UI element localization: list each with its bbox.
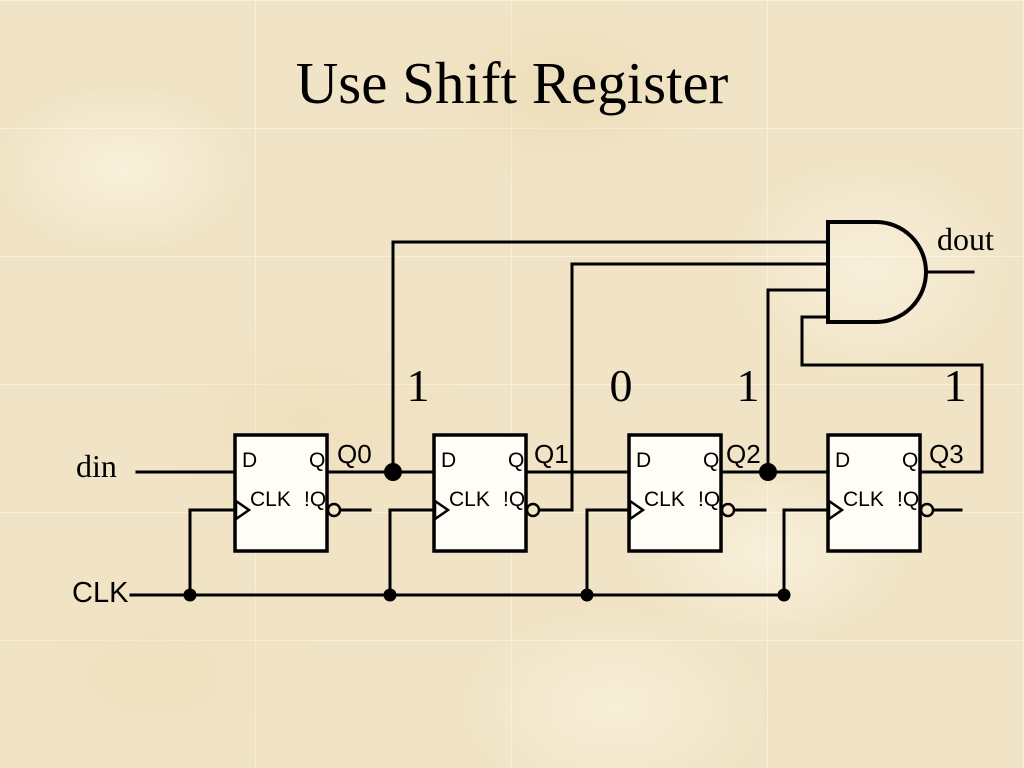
ff1-pin-q: Q (309, 449, 326, 472)
ff4-pin-nq: !Q (897, 488, 920, 511)
junction-dot-clk4 (777, 588, 791, 602)
q3-label: Q3 (929, 439, 964, 469)
junction-dot-clk1 (183, 588, 197, 602)
ff2-box (432, 433, 528, 553)
q0-value: 1 (406, 360, 430, 411)
ff3-box (627, 433, 723, 553)
ff1-nq-bubble-icon (326, 502, 342, 518)
ff4-pin-d: D (835, 449, 851, 472)
ff1-clock-triangle-icon (234, 498, 252, 522)
wire-clk-ff2 (388, 508, 436, 597)
q1-label: Q1 (534, 439, 569, 469)
ff3-pin-d: D (636, 449, 652, 472)
ff1-pin-nq: !Q (304, 488, 327, 511)
ff4-clock-triangle-icon (827, 498, 845, 522)
clk-label: CLK (72, 577, 129, 609)
ff2-pin-d: D (441, 449, 457, 472)
ff4-box (826, 433, 922, 553)
ff1-box (233, 433, 329, 553)
ff1-pin-d: D (242, 449, 258, 472)
junction-dot-q2 (759, 463, 777, 481)
and-gate (826, 220, 928, 324)
ff3-clock-triangle-icon (628, 498, 646, 522)
wire-q2-to-gate (766, 288, 830, 474)
ff2-pin-clk: CLK (449, 488, 490, 511)
din-label: din (76, 448, 117, 484)
q2-label: Q2 (726, 439, 761, 469)
ff4-pin-q: Q (902, 449, 919, 472)
ff4-pin-clk: CLK (843, 488, 884, 511)
ff3-nq-bubble-icon (720, 502, 736, 518)
wire-clk-ff1 (188, 508, 237, 597)
ff2-clock-triangle-icon (433, 498, 451, 522)
q0-label: Q0 (337, 439, 372, 469)
ff2-pin-nq: !Q (503, 488, 526, 511)
wire-q3-to-gate (800, 315, 984, 474)
ff3-pin-clk: CLK (644, 488, 685, 511)
ff1-pin-clk: CLK (250, 488, 291, 511)
ff2-pin-q: Q (508, 449, 525, 472)
junction-dot-clk2 (383, 588, 397, 602)
dout-label: dout (937, 221, 994, 257)
wire-clk-ff4 (782, 508, 830, 597)
slide-title: Use Shift Register (295, 50, 729, 116)
ff4-nq-bubble-icon (919, 502, 935, 518)
ff3-pin-nq: !Q (698, 488, 721, 511)
junction-dot-q0 (384, 463, 402, 481)
wire-clk-ff3 (585, 508, 631, 597)
q2-value: 1 (736, 360, 760, 411)
junction-dot-clk3 (580, 588, 594, 602)
wire-q0-to-gate (391, 240, 830, 474)
wire-nq1-to-gate (570, 262, 830, 512)
q3-value: 1 (943, 360, 967, 411)
q1-value: 0 (609, 360, 633, 411)
ff3-pin-q: Q (703, 449, 720, 472)
ff2-nq-bubble-icon (525, 502, 541, 518)
